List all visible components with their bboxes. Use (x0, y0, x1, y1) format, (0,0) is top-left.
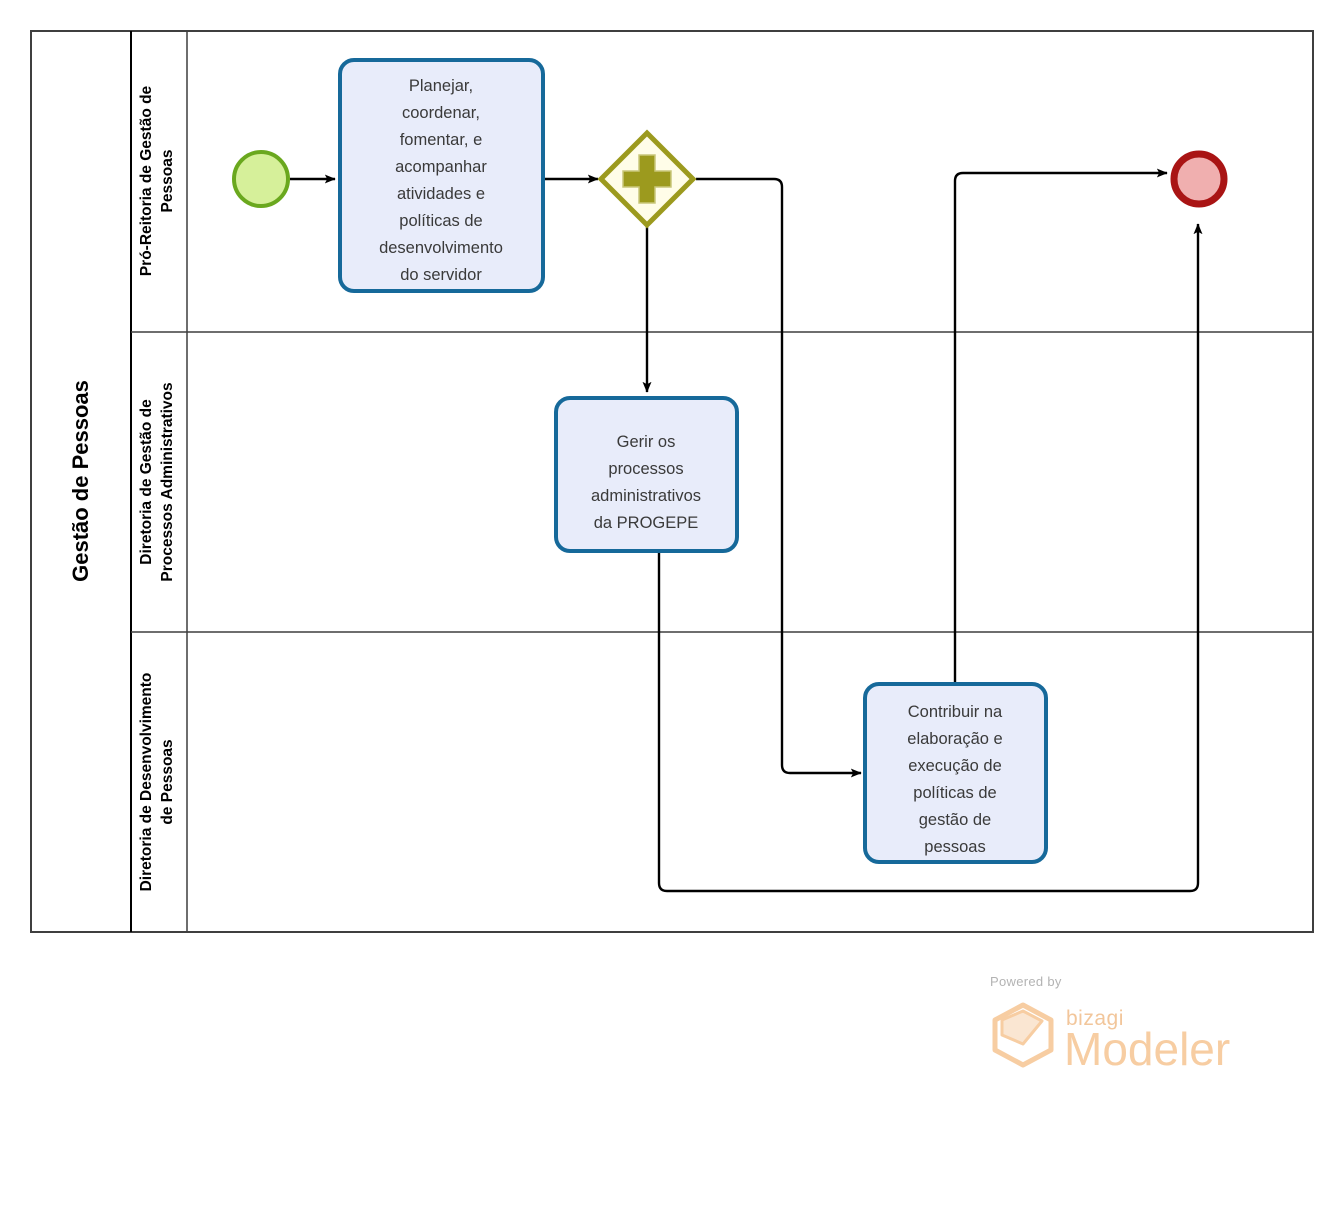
flow-contribuir-to-end (953, 168, 1168, 688)
start-event-circle[interactable] (232, 150, 290, 208)
task-contribuir-line-4: políticas de (913, 784, 996, 802)
task-planejar-line-8: do servidor (400, 266, 482, 284)
task-planejar-line-4: acompanhar (395, 158, 487, 176)
task-planejar-line-6: políticas de (399, 212, 482, 230)
task-gerir-line-3: administrativos (591, 487, 701, 505)
lane-label-3-line-1: Diretoria de Desenvolvimento (138, 673, 155, 892)
lane-label-1-line-1: Pró-Reitoria de Gestão de (138, 85, 155, 276)
lane-label-1: Pró-Reitoria de Gestão de Pessoas (138, 85, 176, 276)
flow-gateway-to-contribuir (696, 177, 862, 778)
lane-label-2-line-1: Diretoria de Gestão de (138, 399, 155, 565)
task-planejar-box[interactable] (338, 58, 545, 293)
task-contribuir-line-3: execução de (908, 757, 1002, 775)
task-contribuir-line-2: elaboração e (907, 730, 1002, 748)
task-contribuir-line-5: gestão de (919, 811, 991, 829)
task-planejar-line-5: atividades e (397, 185, 485, 203)
task-planejar[interactable]: Planejar, coordenar, fomentar, e acompan… (338, 58, 545, 293)
task-planejar-line-3: fomentar, e (400, 131, 483, 149)
task-gerir-line-1: Gerir os (617, 433, 676, 451)
watermark-brand: bizagi (1066, 1007, 1124, 1030)
task-contribuir-line-6: pessoas (924, 838, 985, 856)
task-gerir-line-4: da PROGEPE (594, 514, 699, 532)
task-gerir-line-2: processos (608, 460, 683, 478)
lane-labels: Pró-Reitoria de Gestão de Pessoas Direto… (138, 85, 176, 891)
watermark-svg: Powered by bizagi Modeler (990, 974, 1230, 1075)
lane-label-3: Diretoria de Desenvolvimento de Pessoas (138, 673, 176, 892)
task-contribuir[interactable]: Contribuir na elaboração e execução de p… (863, 682, 1048, 864)
flow-gerir-to-end (657, 223, 1203, 893)
task-gerir-box[interactable] (554, 396, 739, 553)
task-planejar-line-2: coordenar, (402, 104, 480, 122)
end-event[interactable] (1170, 150, 1228, 208)
lane-label-2: Diretoria de Gestão de Processos Adminis… (138, 382, 176, 581)
end-event-circle[interactable] (1170, 150, 1228, 208)
task-contribuir-box[interactable] (863, 682, 1048, 864)
pool: Gestão de Pessoas (30, 30, 1314, 933)
gateway-plus-icon (622, 154, 672, 204)
task-planejar-line-7: desenvolvimento (379, 239, 503, 257)
sequence-flows (290, 168, 1203, 893)
parallel-gateway[interactable] (597, 129, 697, 229)
task-contribuir-line-1: Contribuir na (908, 703, 1003, 721)
watermark-powered-by: Powered by (990, 974, 1062, 989)
lane-label-1-line-2: Pessoas (159, 150, 176, 213)
bizagi-watermark: Powered by bizagi Modeler (988, 972, 1258, 1075)
start-event[interactable] (232, 150, 290, 208)
task-gerir[interactable]: Gerir os processos administrativos da PR… (554, 396, 739, 553)
task-planejar-line-1: Planejar, (409, 77, 473, 95)
pool-border (30, 30, 1314, 933)
lane-label-2-line-2: Processos Administrativos (159, 382, 176, 581)
bizagi-logo-icon (992, 1002, 1054, 1068)
pool-label: Gestão de Pessoas (68, 380, 93, 582)
lane-label-3-line-2: de Pessoas (159, 739, 176, 824)
watermark-product: Modeler (1064, 1023, 1230, 1072)
